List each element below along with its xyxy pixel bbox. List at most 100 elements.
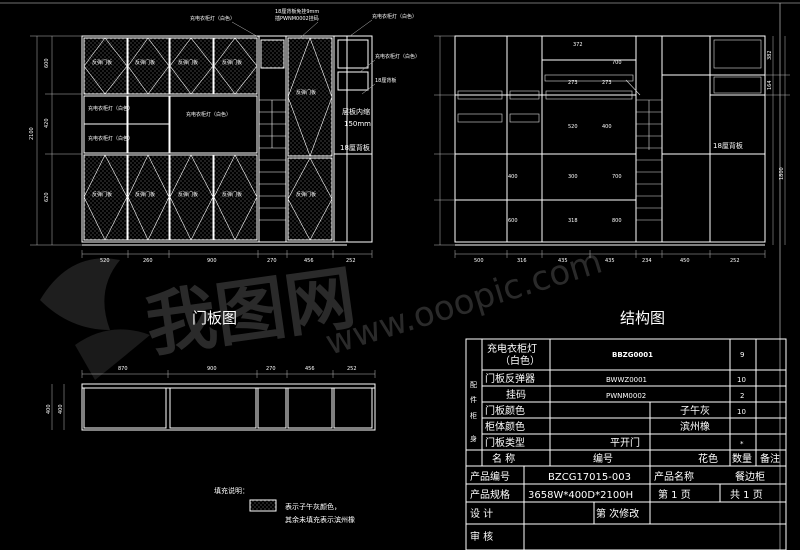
row-flower: 滨州橡 [680, 420, 710, 433]
top-note: 充电衣柜灯（白色） [375, 53, 420, 60]
row-name: 门板类型 [485, 436, 525, 449]
width-dim: 456 [304, 258, 314, 264]
plan-dim: 456 [305, 366, 315, 372]
inner-dim: 318 [568, 218, 578, 224]
label-light: 充电衣柜灯（白色） [88, 135, 133, 142]
plan-dim: 270 [266, 366, 276, 372]
inner-dim: 700 [612, 174, 622, 180]
row-name: 门板颜色 [485, 404, 525, 417]
inner-dim: 600 [508, 218, 518, 224]
struct-width-dim: 316 [517, 258, 527, 264]
header-name: 名 称 [492, 452, 515, 465]
header-qty: 数量 [732, 452, 752, 465]
plan-view: 870 900 270 456 252 400 400 [46, 366, 376, 431]
top-note: 充电衣柜灯（白色） [372, 13, 417, 20]
group-label: 身 [470, 434, 477, 443]
legend-line2: 其余未填充表示滨州橡 [285, 515, 355, 524]
height-dim: 620 [44, 192, 50, 202]
height-dim: 600 [44, 58, 50, 68]
label-light: 充电衣柜灯（白色） [186, 111, 231, 118]
page: 第 1 页 [658, 488, 691, 501]
right-dim: 1800 [779, 167, 785, 180]
top-note: 18厘背板免挂9mm [275, 8, 319, 15]
label-door-push: 反弹门板 [296, 191, 316, 198]
label-door-push: 反弹门板 [222, 191, 242, 198]
label-light: 充电衣柜灯（白色） [88, 105, 133, 112]
structure-dimensions: 382 164 1800 500 316 435 435 234 450 252… [434, 35, 790, 327]
product-name-label: 产品名称 [654, 470, 694, 483]
inner-dim: 400 [508, 174, 518, 180]
label-door-push: 反弹门板 [92, 191, 112, 198]
label-shelf-gap: 层板内缩 [342, 107, 370, 116]
top-note: 18厘背板 [375, 77, 396, 84]
inner-dim: 372 [573, 42, 583, 48]
spec: 3658W*400D*2100H [528, 490, 633, 501]
label-door-push: 反弹门板 [222, 59, 242, 66]
struct-width-dim: 252 [730, 258, 740, 264]
inner-dim: 273 [568, 80, 578, 86]
row-name: 柜体颜色 [485, 420, 525, 433]
design-label: 设 计 [470, 507, 493, 520]
inner-dim: 400 [602, 124, 612, 130]
door-dimensions: 2100 600 420 620 520 260 900 270 456 252… [29, 35, 373, 327]
right-dim: 382 [767, 50, 773, 60]
label-back-18: 18厘背板 [340, 143, 370, 152]
plan-depth: 400 [58, 404, 64, 414]
row-code: BBZG0001 [612, 351, 653, 359]
row-qty: 10 [737, 408, 746, 416]
header-code: 编号 [593, 452, 613, 465]
group-label: 柜 [470, 411, 477, 420]
width-dim: 252 [346, 258, 356, 264]
row-qty: 2 [740, 392, 744, 400]
svg-text:我图网: 我图网 [141, 256, 360, 366]
legend-line1: 表示子午灰颜色， [285, 502, 341, 511]
product-code-label: 产品编号 [470, 470, 510, 483]
width-dim: 260 [143, 258, 153, 264]
height-dim: 2100 [29, 127, 35, 140]
plan-dim: 900 [207, 366, 217, 372]
plan-depth: 400 [46, 404, 52, 414]
row-name: 充电衣柜灯 [487, 342, 537, 355]
door-elevation [81, 35, 373, 246]
inner-dim: 800 [612, 218, 622, 224]
legend: 填充说明： 表示子午灰颜色， 其余未填充表示滨州橡 [214, 486, 355, 524]
width-dim: 900 [207, 258, 217, 264]
row-qty: * [740, 440, 744, 448]
inner-dim: 300 [568, 174, 578, 180]
struct-width-dim: 435 [605, 258, 615, 264]
structure-view-title: 结构图 [620, 309, 665, 327]
pages: 共 1 页 [730, 489, 763, 501]
product-code: BZCG17015-003 [548, 472, 631, 483]
group-label: 配 [470, 381, 477, 389]
row-name: （白色） [500, 354, 540, 367]
width-dim: 270 [267, 258, 277, 264]
plan-dim: 252 [347, 366, 357, 372]
label-door-push: 反弹门板 [135, 191, 155, 198]
row-flower: 平开门 [610, 436, 640, 449]
label-back-18: 18厘背板 [713, 141, 743, 150]
revision: 第 次修改 [596, 507, 639, 520]
label-door-push: 反弹门板 [296, 89, 316, 96]
inner-dim: 273 [602, 80, 612, 86]
top-note: 插PWNM0002挂码 [275, 15, 319, 22]
struct-width-dim: 500 [474, 258, 484, 264]
width-dim: 520 [100, 258, 110, 264]
struct-width-dim: 234 [642, 258, 652, 264]
label-door-push: 反弹门板 [178, 191, 198, 198]
legend-title: 填充说明： [214, 486, 249, 495]
title-block-table: 配 件 柜 身 充电衣柜灯 （白色） BBZG0001 9 门板反弹器 BWWZ… [465, 338, 787, 550]
label-door-push: 反弹门板 [178, 59, 198, 66]
row-code: BWWZ0001 [606, 376, 647, 384]
row-name: 门板反弹器 [485, 372, 535, 385]
spec-label: 产品规格 [470, 488, 510, 501]
right-dim: 164 [767, 80, 773, 90]
row-name: 挂码 [506, 388, 526, 401]
plan-dim: 870 [118, 366, 128, 372]
row-qty: 9 [740, 351, 744, 359]
label-door-push: 反弹门板 [135, 59, 155, 66]
label-shelf-gap-mm: 150mm [344, 120, 371, 128]
row-code: PWNM0002 [606, 392, 646, 400]
door-view-title: 门板图 [192, 309, 237, 327]
struct-width-dim: 450 [680, 258, 690, 264]
